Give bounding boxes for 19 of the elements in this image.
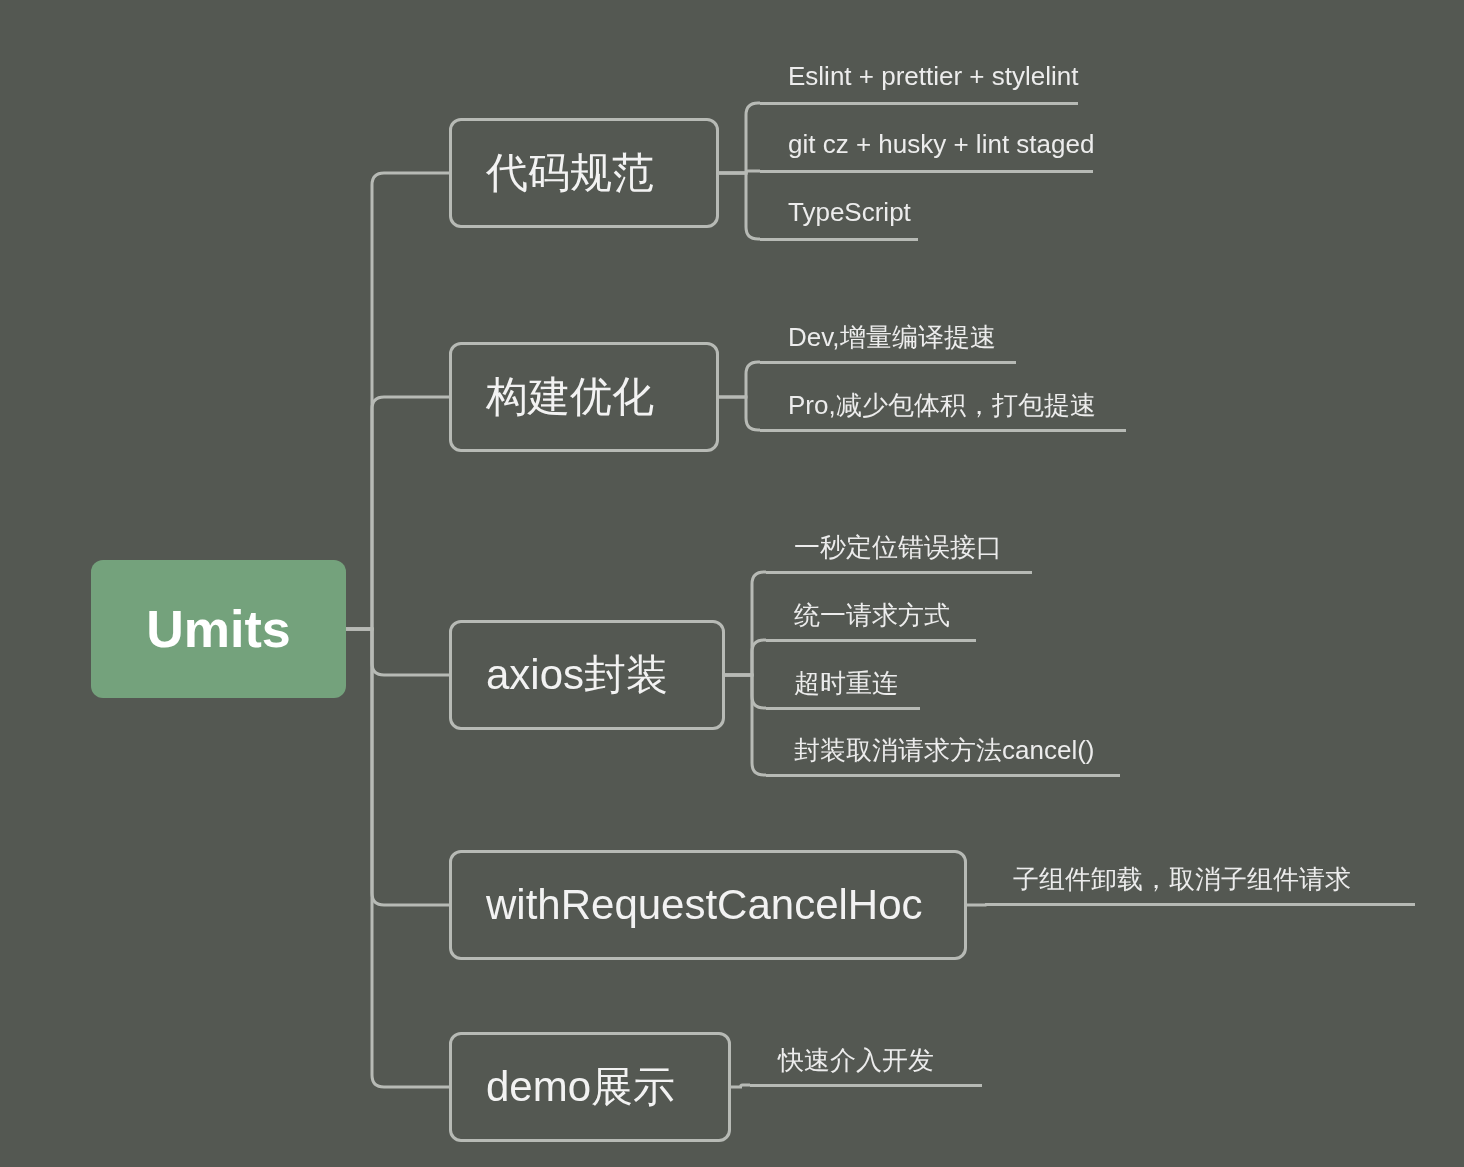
subtopic-label: 快速介入开发 xyxy=(750,1043,982,1087)
connector-line xyxy=(967,902,987,907)
subtopic-label: 超时重连 xyxy=(766,666,920,710)
topic-box: withRequestCancelHoc xyxy=(449,850,967,960)
topic-box: 构建优化 xyxy=(449,342,719,452)
subtopic-label: Eslint + prettier + stylelint xyxy=(760,61,1078,105)
subtopic-label: Pro,减少包体积，打包提速 xyxy=(760,388,1126,432)
subtopic-label: TypeScript xyxy=(760,197,918,241)
subtopic-label: 统一请求方式 xyxy=(766,598,976,642)
subtopic-label: 子组件卸载，取消子组件请求 xyxy=(985,862,1415,906)
connector-line xyxy=(731,1083,750,1089)
root-topic-box: Umits xyxy=(91,560,346,698)
subtopic-label: 封装取消请求方法cancel() xyxy=(766,733,1120,777)
subtopic-label: 一秒定位错误接口 xyxy=(766,530,1032,574)
topic-box: axios封装 xyxy=(449,620,725,730)
topic-box: 代码规范 xyxy=(449,118,719,228)
subtopic-label: git cz + husky + lint staged xyxy=(760,129,1093,173)
topic-box: demo展示 xyxy=(449,1032,731,1142)
subtopic-label: Dev,增量编译提速 xyxy=(760,320,1016,364)
